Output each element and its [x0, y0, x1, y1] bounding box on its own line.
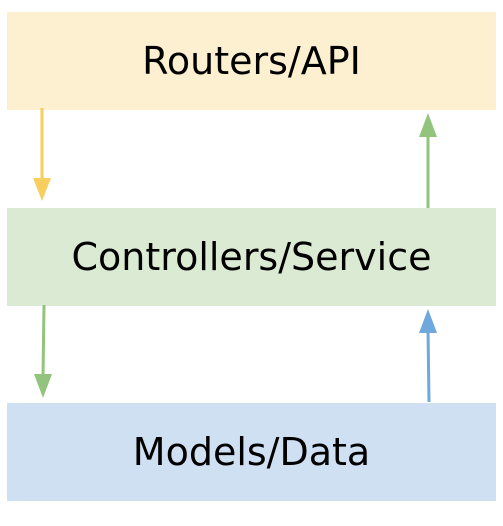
models-data-layer: Models/Data — [7, 403, 496, 501]
controllers-service-label: Controllers/Service — [71, 235, 432, 279]
routers-api-label: Routers/API — [142, 39, 361, 83]
controllers-service-layer: Controllers/Service — [7, 208, 496, 306]
arrow-controllers-to-models — [34, 304, 52, 398]
arrow-routers-to-controllers — [33, 108, 51, 201]
models-data-label: Models/Data — [132, 430, 371, 474]
arrow-controllers-to-routers — [419, 113, 437, 208]
routers-api-layer: Routers/API — [7, 12, 496, 110]
arrow-models-to-controllers — [419, 309, 437, 403]
